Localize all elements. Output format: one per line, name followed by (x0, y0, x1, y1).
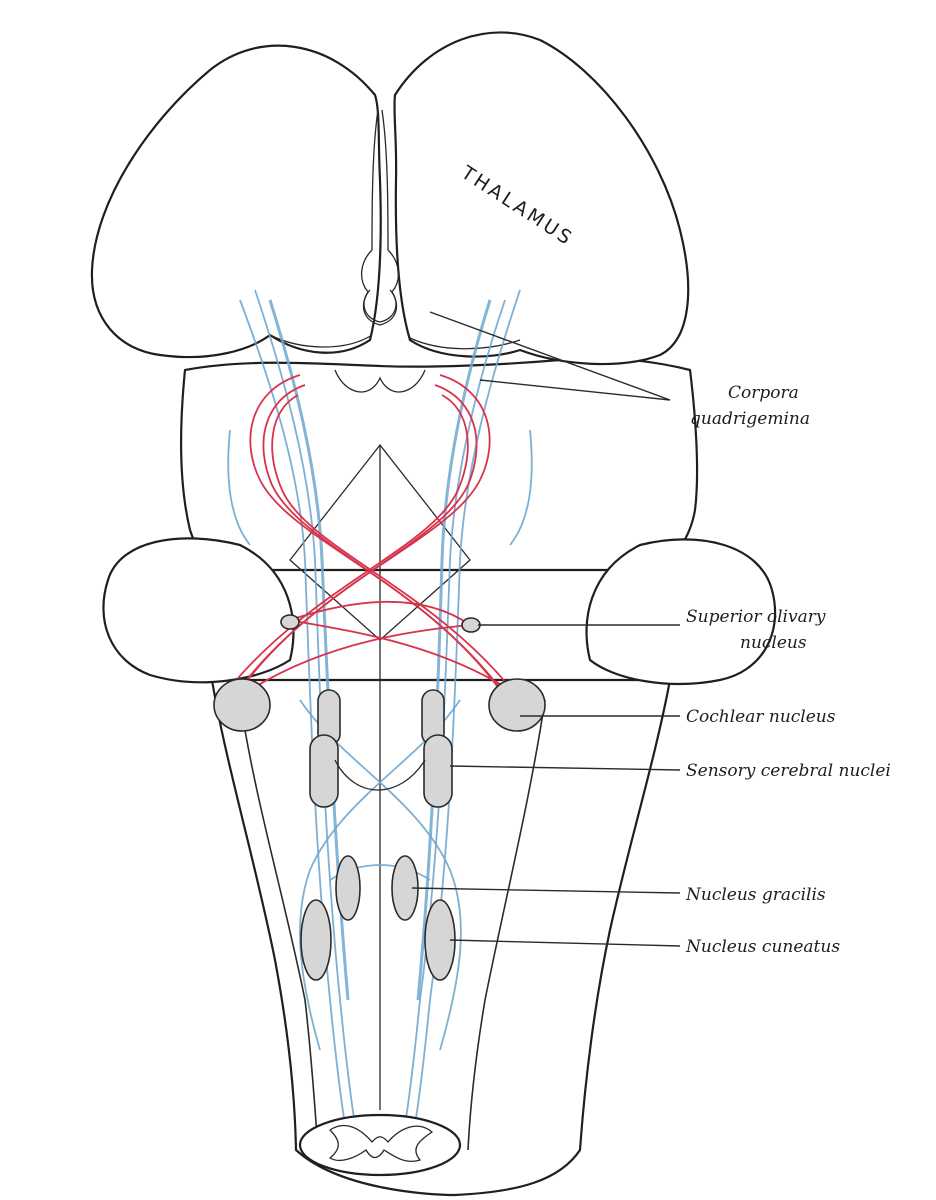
right-cochlear-nucleus (488, 678, 546, 732)
pineal-outline (363, 289, 397, 323)
corpora-label-line2: quadrigemina (690, 409, 810, 429)
third-ventricle (361, 109, 399, 326)
left-sensory-nucleus-lower (309, 734, 339, 808)
right-column-line (467, 699, 546, 1151)
sensory-nuclei-label: Sensory cerebral nuclei (686, 761, 891, 781)
corpora-label-line1: Corpora (728, 383, 799, 403)
nucleus-gracilis-label: Nucleus gracilis (685, 885, 826, 905)
nucleus-cuneatus-label: Nucleus cuneatus (685, 937, 840, 957)
label-leaders (411, 311, 681, 947)
left-thalamus (90, 44, 382, 359)
quadrigemina-upper (269, 334, 521, 350)
left-cochlear-nucleus (213, 678, 271, 732)
superior-olivary-label-line1: Superior olivary (686, 607, 826, 627)
left-superior-olive (280, 614, 300, 630)
left-nucleus-cuneatus (300, 899, 332, 981)
right-sensory-nucleus-lower (423, 734, 453, 808)
cochlear-nucleus-label: Cochlear nucleus (686, 707, 836, 727)
left-nucleus-gracilis (335, 855, 361, 921)
superior-olivary-label-line2: nucleus (740, 633, 807, 653)
pons-outline (179, 356, 699, 572)
right-peduncle (585, 538, 777, 686)
spinal-cord-section (298, 1113, 462, 1177)
right-thalamus (393, 31, 690, 366)
gray-matter-butterfly (328, 1125, 434, 1162)
red-fiber-tracts (227, 374, 513, 696)
quadrigemina-lower (334, 369, 426, 393)
right-superior-olive (461, 617, 481, 633)
left-column-line (239, 699, 319, 1151)
sensory-nuclei-arc (334, 759, 426, 791)
